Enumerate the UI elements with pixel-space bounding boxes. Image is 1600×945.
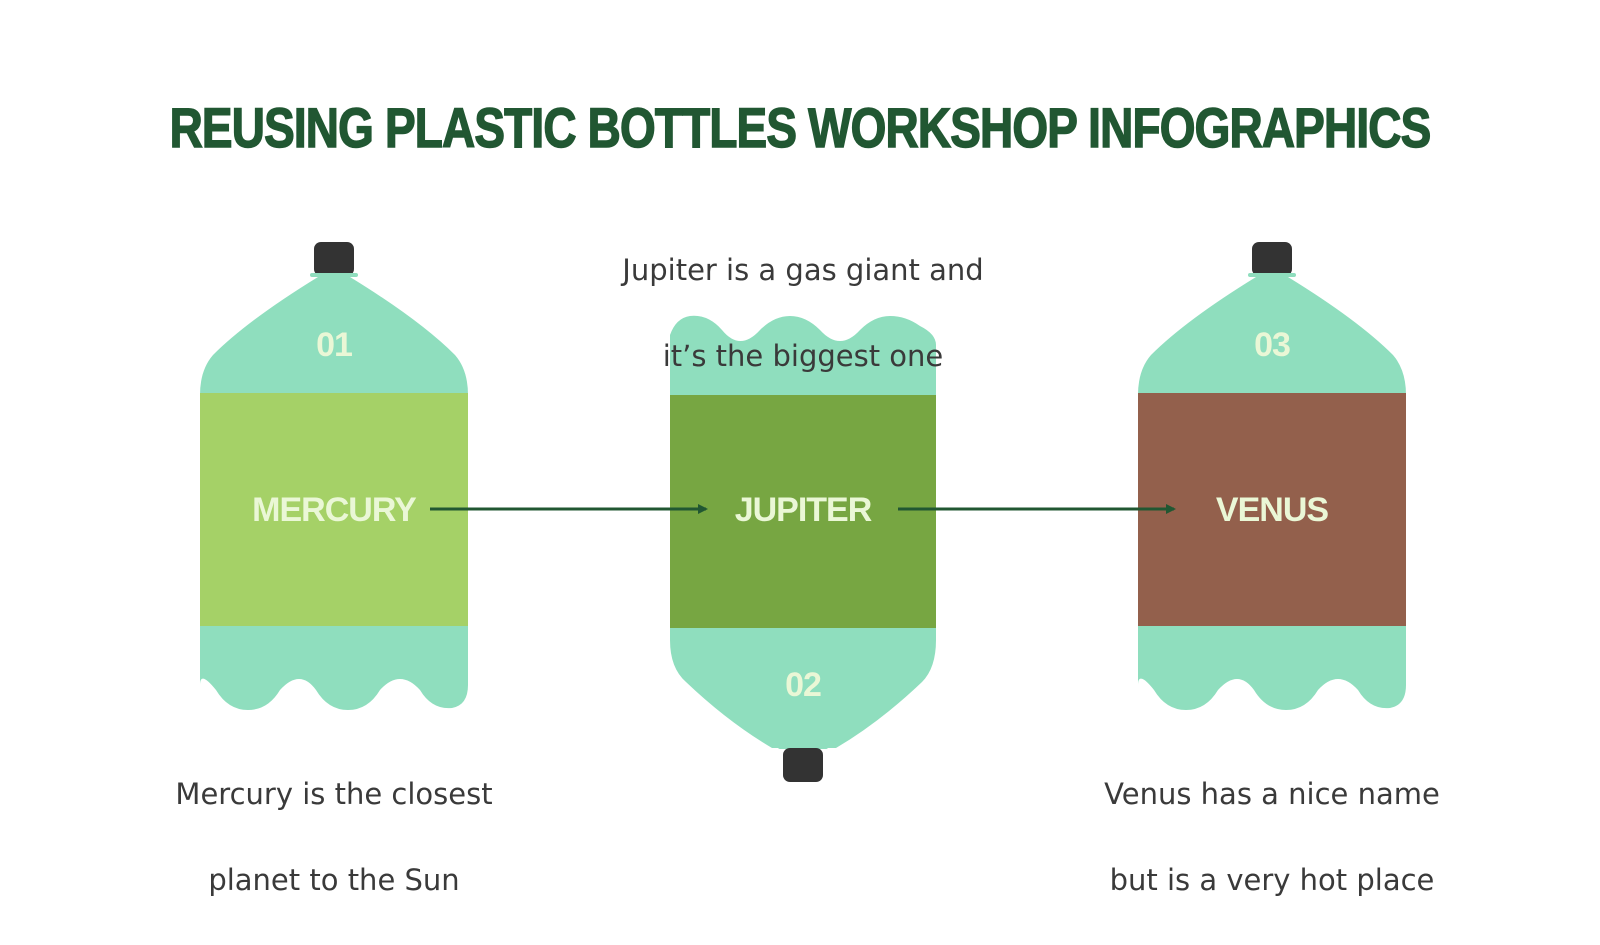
bottle-name: JUPITER (735, 491, 872, 529)
bottle-name: MERCURY (252, 491, 417, 529)
page-title: REUSING PLASTIC BOTTLES WORKSHOP INFOGRA… (169, 95, 1432, 160)
description-mercury: Mercury is the closest planet to the Sun (124, 730, 544, 945)
bottle-mercury: 01 MERCURY (200, 242, 468, 710)
description-line: Mercury is the closest (175, 777, 493, 811)
bottle-venus: 03 VENUS (1138, 242, 1406, 710)
bottle-number: 01 (316, 326, 352, 364)
bottle-neck-ring (1248, 273, 1296, 277)
description-line: planet to the Sun (208, 863, 460, 897)
cap-icon (314, 242, 354, 276)
cap-icon (1252, 242, 1292, 276)
description-line: Venus has a nice name (1104, 777, 1440, 811)
label-band (200, 393, 468, 626)
description-line: but is a very hot place (1109, 863, 1435, 897)
bottle-neck-ring (310, 273, 358, 277)
bottle-jupiter: JUPITER 02 (670, 315, 936, 782)
bottle-name: VENUS (1216, 491, 1328, 529)
description-line: it’s the biggest one (662, 339, 944, 373)
description-venus: Venus has a nice name but is a very hot … (1052, 730, 1492, 945)
infographic-canvas: 01 MERCURY JUPITER 02 03 VENUS (200, 242, 1406, 782)
label-band (1138, 393, 1406, 626)
bottle-number: 02 (785, 666, 821, 704)
description-jupiter: Jupiter is a gas giant and it’s the bigg… (570, 206, 1036, 421)
cap-icon (783, 748, 823, 782)
description-line: Jupiter is a gas giant and (622, 253, 984, 287)
label-band (670, 395, 936, 628)
bottle-number: 03 (1254, 326, 1290, 364)
